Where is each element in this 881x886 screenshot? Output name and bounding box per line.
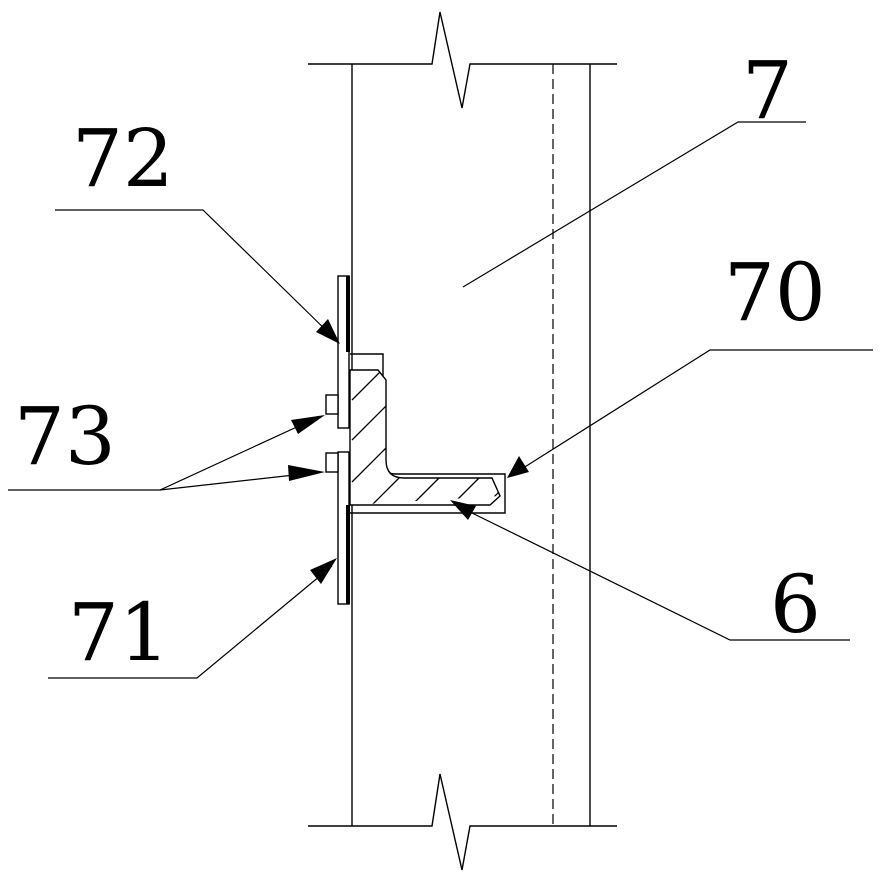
leader-7 [462, 121, 806, 288]
leader-71 [48, 565, 333, 679]
label-6: 6 [770, 558, 821, 651]
bolts [325, 394, 339, 473]
lower-bolt-head [325, 452, 339, 473]
leader-6 [469, 511, 850, 641]
leader-70 [519, 349, 873, 471]
labels: 7 72 70 73 71 6 [14, 44, 826, 679]
arrow-73-lower [288, 465, 325, 481]
angle-steel [349, 369, 501, 506]
leader-72 [55, 209, 335, 339]
label-73: 73 [14, 390, 116, 483]
upper-bolt-head [325, 394, 339, 415]
leaders [8, 121, 873, 679]
label-70: 70 [724, 246, 826, 339]
plates [337, 275, 350, 605]
label-7: 7 [742, 44, 793, 137]
top-break-line [308, 11, 617, 109]
arrow-70 [507, 456, 529, 478]
label-71: 71 [68, 586, 170, 679]
arrow-71 [310, 558, 337, 584]
arrow-73-upper [291, 415, 325, 434]
arrow-72 [316, 319, 340, 344]
leader-73-lower [159, 472, 313, 491]
arrow-6 [450, 500, 476, 520]
label-72: 72 [72, 112, 174, 205]
bottom-break-line [308, 773, 617, 871]
